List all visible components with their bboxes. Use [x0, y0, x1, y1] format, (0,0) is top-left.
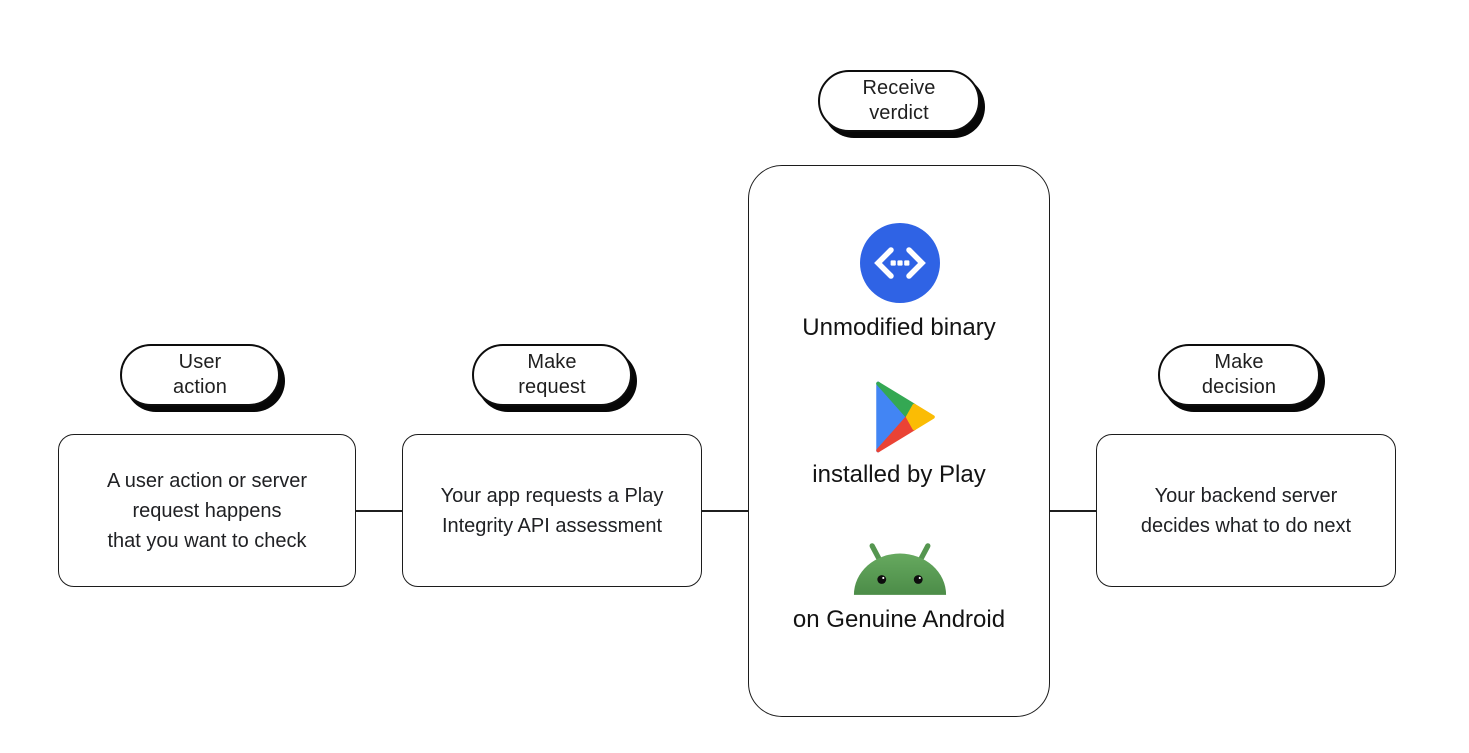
box-make-request: Your app requests a Play Integrity API a… [402, 434, 702, 587]
step-pill-make-decision: Make decision [1158, 344, 1320, 406]
step-pill-label: Make decision [1201, 351, 1277, 398]
step-pill-user-action: User action [120, 344, 280, 406]
step-pill-label: User action [173, 351, 227, 398]
connector-line-1 [356, 510, 402, 512]
step-pill-label: Make request [518, 351, 586, 398]
step-pill-receive-verdict: Receive verdict [818, 70, 980, 132]
box-make-decision-text: Your backend server decides what to do n… [1140, 484, 1352, 537]
step-pill-make-request: Make request [472, 344, 632, 406]
connector-line-3 [1050, 510, 1096, 512]
google-play-icon [866, 379, 942, 455]
box-user-action-text: A user action or server request happens … [106, 469, 308, 552]
connector-line-2 [702, 510, 748, 512]
verdict-label-on-genuine-android: on Genuine Android [792, 606, 1006, 633]
box-receive-verdict: Unmodified binary installed by Play [748, 165, 1050, 717]
verdict-label-unmodified-binary: Unmodified binary [802, 314, 996, 341]
android-head-icon [852, 537, 948, 597]
verdict-label-installed-by-play: installed by Play [812, 461, 986, 488]
step-pill-label: Receive verdict [862, 77, 936, 124]
box-make-request-text: Your app requests a Play Integrity API a… [440, 484, 664, 537]
box-make-decision: Your backend server decides what to do n… [1096, 434, 1396, 587]
code-circle-icon [860, 223, 940, 303]
box-user-action: A user action or server request happens … [58, 434, 356, 587]
